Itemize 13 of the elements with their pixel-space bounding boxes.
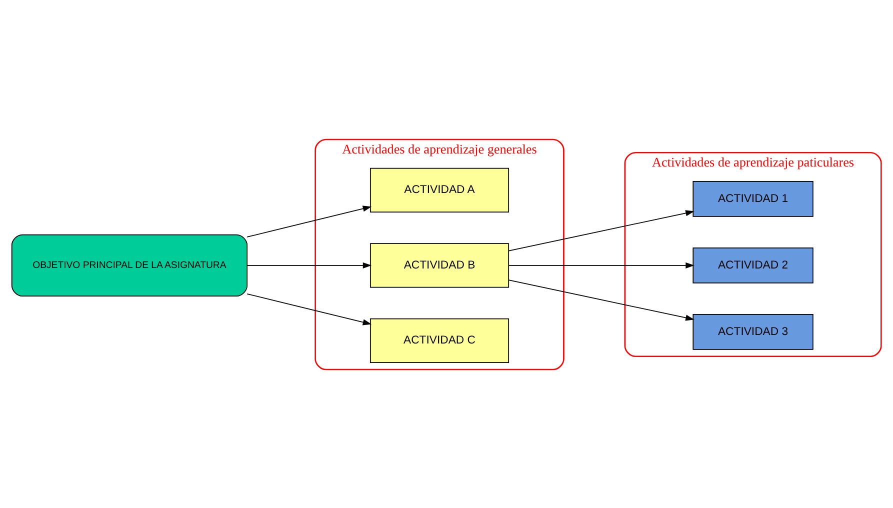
node-box: OBJETIVO PRINCIPAL DE LA ASIGNATURA [11, 234, 248, 296]
arrow [246, 292, 372, 325]
node-box: ACTIVIDAD 2 [692, 247, 814, 283]
node-box: ACTIVIDAD 3 [692, 313, 814, 350]
node-box: ACTIVIDAD 1 [692, 180, 814, 216]
arrow [508, 279, 694, 320]
arrow [246, 262, 372, 268]
node-box: ACTIVIDAD A [370, 167, 510, 212]
node-box: ACTIVIDAD B [370, 242, 510, 288]
arrow [508, 262, 694, 268]
arrow [246, 205, 372, 237]
node-box: ACTIVIDAD C [370, 318, 510, 362]
arrow [508, 210, 694, 251]
